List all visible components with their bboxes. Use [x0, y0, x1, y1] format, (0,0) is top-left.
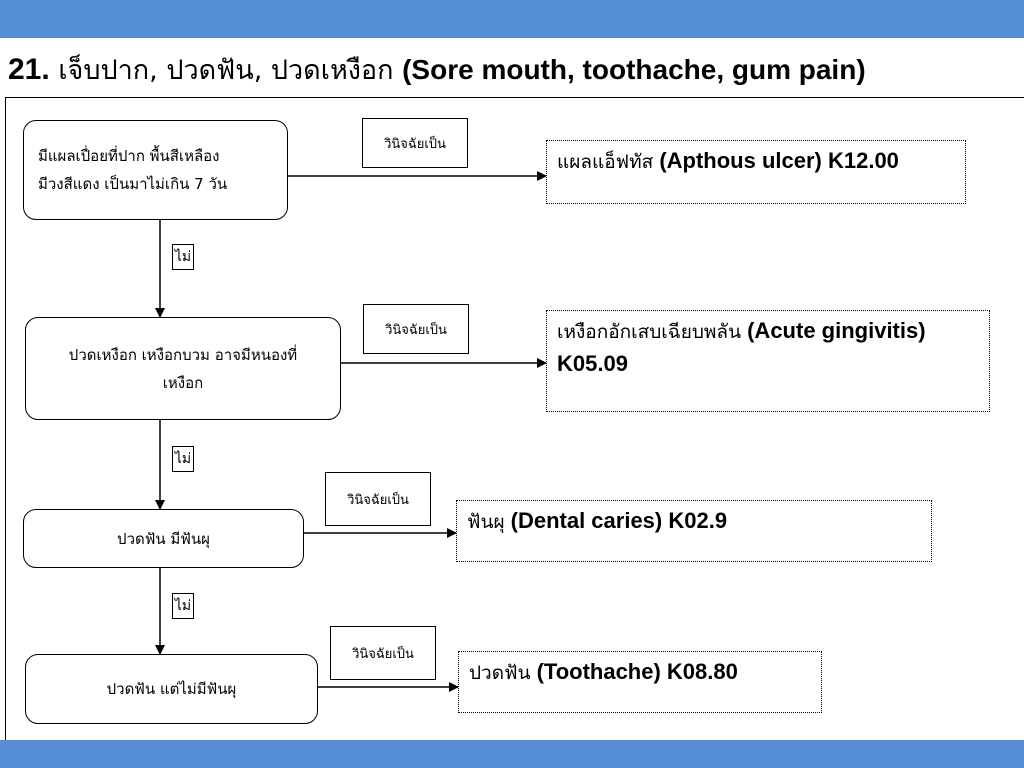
result-code: K05.09: [557, 351, 628, 376]
condition-line: ปวดฟัน แต่ไม่มีฟันผุ: [106, 680, 237, 698]
diagnose-label: วินิจฉัยเป็น: [363, 304, 469, 354]
page-title: 21. เจ็บปาก, ปวดฟัน, ปวดเหงือก (Sore mou…: [8, 50, 866, 91]
result-english: (Dental caries) K02.9: [510, 508, 728, 533]
diagnose-label: วินิจฉัยเป็น: [362, 118, 468, 168]
no-label: ไม่: [172, 446, 194, 472]
result-toothache: ปวดฟัน (Toothache) K08.80: [458, 651, 822, 713]
result-aphthous-ulcer: แผลแอ็ฟทัส (Apthous ulcer) K12.00: [546, 140, 966, 204]
condition-line: เหงือก: [162, 373, 204, 392]
condition-line: ปวดเหงือก เหงือกบวม อาจมีหนองที่: [68, 345, 298, 364]
result-dental-caries: ฟันผุ (Dental caries) K02.9: [456, 500, 932, 562]
diagnose-label: วินิจฉัยเป็น: [325, 472, 431, 526]
title-number: 21.: [8, 53, 50, 86]
result-thai: เหงือกอักเสบเฉียบพลัน: [557, 321, 742, 343]
result-thai: แผลแอ็ฟทัส: [557, 151, 654, 173]
result-english: (Apthous ulcer) K12.00: [659, 148, 899, 173]
condition-line: มีวงสีแดง เป็นมาไม่เกิน 7 วัน: [38, 175, 228, 193]
no-label: ไม่: [172, 244, 194, 270]
result-thai: ฟันผุ: [467, 511, 505, 533]
result-english: (Toothache) K08.80: [536, 659, 738, 684]
condition-line: ปวดฟัน มีฟันผุ: [117, 529, 210, 548]
diagram-frame: [5, 97, 1024, 740]
top-banner: [0, 0, 1024, 38]
no-label: ไม่: [172, 593, 194, 619]
result-acute-gingivitis: เหงือกอักเสบเฉียบพลัน (Acute gingivitis)…: [546, 310, 990, 412]
title-thai: เจ็บปาก, ปวดฟัน, ปวดเหงือก: [58, 55, 394, 86]
title-english: (Sore mouth, toothache, gum pain): [402, 54, 866, 85]
condition-box-dental-caries: ปวดฟัน มีฟันผุ: [23, 509, 304, 568]
condition-box-gingivitis: ปวดเหงือก เหงือกบวม อาจมีหนองที่ เหงือก: [25, 317, 341, 420]
condition-box-aphthous: มีแผลเปื่อยที่ปาก พื้นสีเหลือง มีวงสีแดง…: [23, 120, 288, 220]
result-thai: ปวดฟัน: [469, 662, 531, 684]
diagnose-label: วินิจฉัยเป็น: [330, 626, 436, 680]
result-english: (Acute gingivitis): [747, 318, 926, 343]
condition-line: มีแผลเปื่อยที่ปาก พื้นสีเหลือง: [38, 147, 220, 165]
condition-box-toothache: ปวดฟัน แต่ไม่มีฟันผุ: [25, 654, 318, 724]
bottom-banner: [0, 740, 1024, 768]
